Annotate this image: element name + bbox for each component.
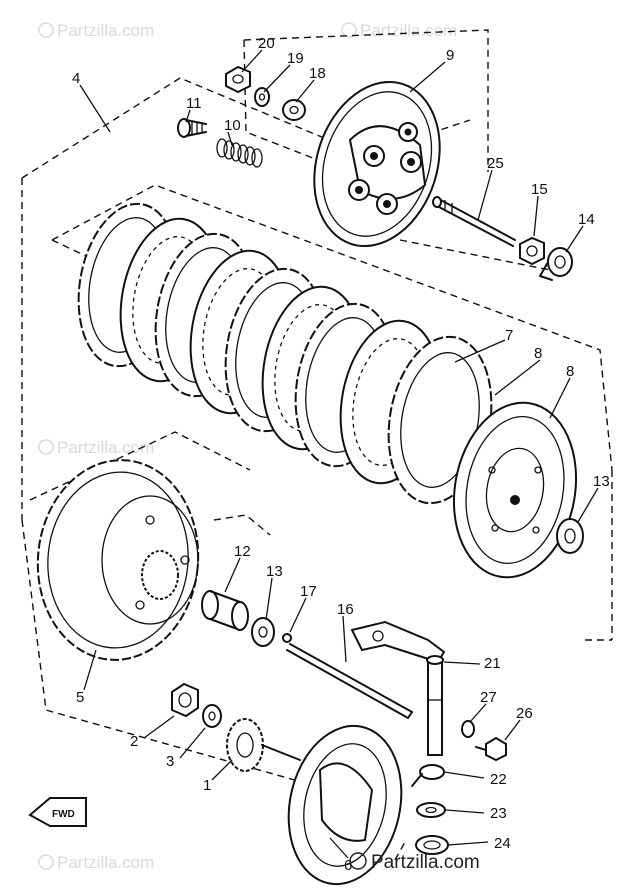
callout-16: 16 xyxy=(337,601,354,618)
leader-lines xyxy=(79,49,599,859)
svg-text:Partzilla.com: Partzilla.com xyxy=(57,21,154,40)
lock-washer-part xyxy=(254,87,270,107)
steel-ball-part xyxy=(282,633,292,643)
callout-5: 5 xyxy=(76,689,84,706)
clutch-spring-part xyxy=(216,138,263,168)
return-spring-part xyxy=(411,764,445,787)
clutch-housing-part xyxy=(36,459,200,661)
clutch-bolt-part xyxy=(177,118,207,138)
callout-13-left: 13 xyxy=(266,563,283,580)
tab-washer-part xyxy=(539,247,573,281)
callout-1: 1 xyxy=(203,777,211,794)
oil-seal-part xyxy=(415,835,449,855)
plate-washer-part xyxy=(282,99,306,121)
nut-part xyxy=(225,65,251,94)
callout-25: 24 xyxy=(494,835,511,852)
callout-24: 25 xyxy=(487,155,504,172)
svg-text:Partzilla.com: Partzilla.com xyxy=(57,853,154,872)
callout-6: 6 xyxy=(344,857,352,874)
watermark-top-left: Partzilla.com xyxy=(38,21,154,40)
thrust-washer-right-part xyxy=(556,518,584,554)
primary-drive-gear-part xyxy=(226,718,301,772)
watermark-top-right: Partzilla.com xyxy=(341,21,457,40)
svg-text:Partzilla.com: Partzilla.com xyxy=(360,21,457,40)
svg-text:Partzilla.com: Partzilla.com xyxy=(57,438,154,457)
callout-labels: 20 19 18 9 11 10 4 25 15 14 7 8 8 13 12 … xyxy=(72,35,610,874)
primary-nut-part xyxy=(171,682,199,718)
clutch-cover-part xyxy=(287,724,403,886)
svg-text:FWD: FWD xyxy=(52,809,75,820)
thrust-washer-left-part xyxy=(251,617,275,647)
lever-washer-part xyxy=(461,720,475,738)
callout-19: 19 xyxy=(287,50,304,67)
callout-3: 3 xyxy=(166,753,174,770)
callout-11: 11 xyxy=(186,95,202,112)
locknut-part xyxy=(519,236,545,266)
push-rod-long-part xyxy=(286,643,413,719)
callout-8-lower: 8 xyxy=(566,363,574,380)
clutch-boss-part xyxy=(452,401,578,579)
lever-screw-part xyxy=(475,736,507,762)
callout-18: 18 xyxy=(309,65,326,82)
callout-2: 2 xyxy=(130,733,138,750)
callout-7: 7 xyxy=(505,327,513,344)
callout-8-upper: 8 xyxy=(534,345,542,362)
callout-4: 4 xyxy=(72,70,80,87)
watermark-mid-left: Partzilla.com xyxy=(38,438,154,457)
oil-seal-washer-part xyxy=(416,802,446,818)
callout-23: 23 xyxy=(490,805,507,822)
callout-21: 21 xyxy=(484,655,501,672)
callout-17: 17 xyxy=(300,583,317,600)
watermark-bottom-left: Partzilla.com xyxy=(38,853,154,872)
callout-14: 14 xyxy=(578,211,595,228)
push-lever-shaft-part xyxy=(350,620,446,756)
callout-12: 12 xyxy=(234,543,251,560)
callout-10: 10 xyxy=(224,117,241,134)
primary-washer-part xyxy=(202,704,222,728)
svg-text:Partzilla.com: Partzilla.com xyxy=(371,852,480,873)
partzilla-brand: Partzilla.com xyxy=(349,852,480,873)
callout-20: 20 xyxy=(258,35,275,52)
callout-26: 26 xyxy=(516,705,533,722)
callout-22: 22 xyxy=(490,771,507,788)
callout-9: 9 xyxy=(446,47,454,64)
pressure-plate-part xyxy=(313,80,441,248)
callout-13-right: 13 xyxy=(593,473,610,490)
push-rod-short-part xyxy=(432,196,516,247)
spacer-bushing-part xyxy=(201,590,249,631)
callout-15: 15 xyxy=(531,181,548,198)
callout-27: 27 xyxy=(480,689,497,706)
forward-arrow-icon: FWD xyxy=(28,797,87,827)
